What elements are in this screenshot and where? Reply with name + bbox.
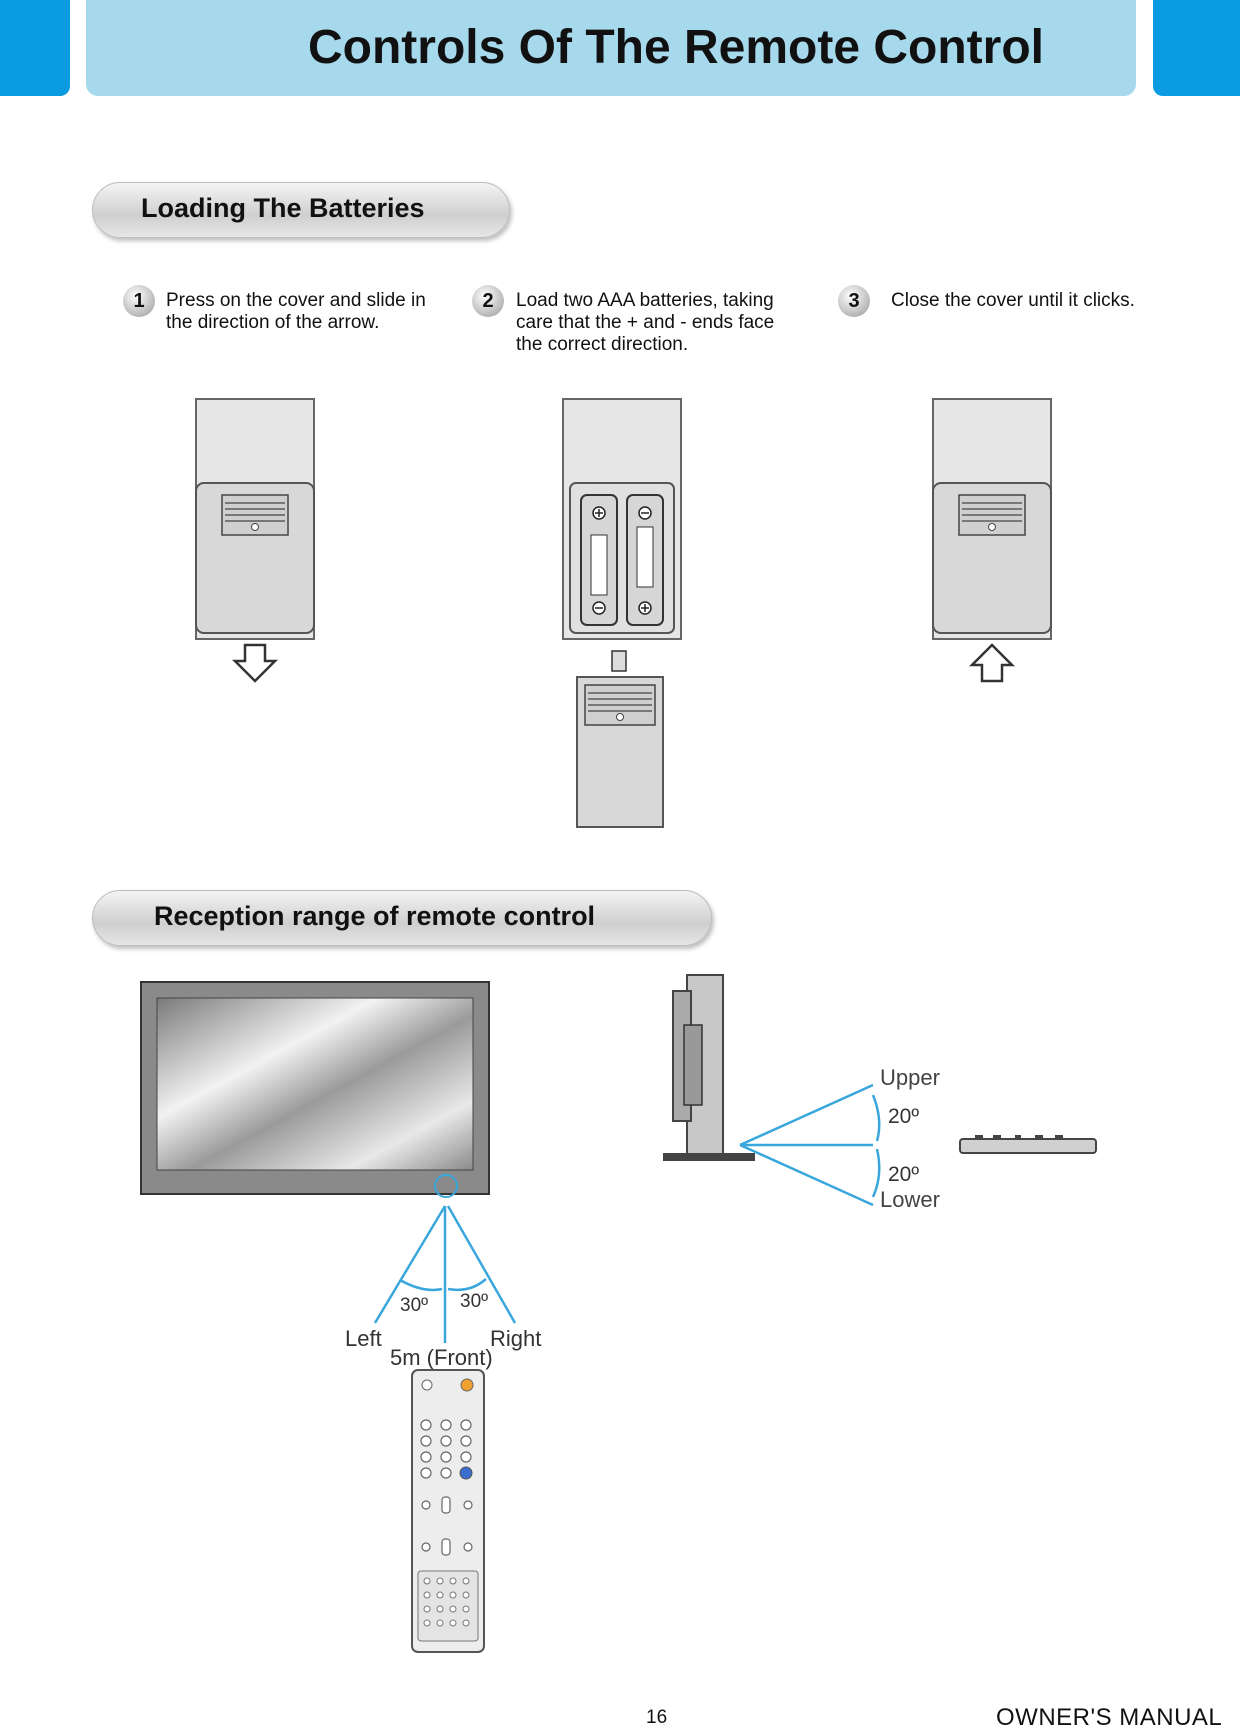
- angle-left-label: 30º: [400, 1295, 428, 1316]
- header-left-block: [0, 0, 70, 96]
- step-2-text: Load two AAA batteries, taking care that…: [516, 290, 775, 355]
- angle-right-label: 30º: [460, 1291, 488, 1312]
- angle-upper-label: 20º: [888, 1105, 919, 1128]
- reception-section-pill: [92, 890, 712, 946]
- lower-label: Lower: [880, 1187, 940, 1212]
- tv-stand: [663, 1153, 755, 1161]
- arrow-up-icon: [968, 643, 1016, 683]
- remote-cover-open-figure: [195, 398, 315, 683]
- step-2-badge: 2: [472, 285, 504, 317]
- reception-section-title: Reception range of remote control: [154, 901, 596, 931]
- front-distance-label: 5m (Front): [390, 1345, 493, 1370]
- right-label: Right: [490, 1326, 541, 1351]
- battery-plus-icon: [592, 506, 652, 615]
- battery-minus-icon: [592, 506, 652, 615]
- remote-batteries-figure: [562, 398, 682, 828]
- manual-label: OWNER'S MANUAL: [996, 1704, 1223, 1730]
- tv-front-range-diagram: 30º 30º Left Right 5m (Front): [140, 981, 541, 1653]
- batteries-section-pill: [92, 182, 510, 238]
- ir-sensor-icon: [434, 1174, 458, 1198]
- arrow-down-icon: [231, 643, 279, 683]
- step-1-badge: 1: [123, 285, 155, 317]
- step-3-badge: 3: [838, 285, 870, 317]
- step-3-text: Close the cover until it clicks.: [891, 290, 1135, 311]
- remote-cover-closed-figure: [932, 398, 1052, 683]
- step-1-text: Press on the cover and slide in the dire…: [166, 290, 426, 333]
- upper-label: Upper: [880, 1065, 940, 1090]
- header-right-block: [1153, 0, 1240, 96]
- left-label: Left: [345, 1326, 382, 1351]
- page-title: Controls Of The Remote Control: [308, 21, 1044, 74]
- page-number: 16: [646, 1707, 668, 1728]
- header-title-bar: [86, 0, 1136, 96]
- tv-screen: [156, 997, 474, 1171]
- angle-lower-label: 20º: [888, 1163, 919, 1186]
- power-button-icon: [460, 1378, 474, 1392]
- remote-side: [959, 1138, 1097, 1154]
- tv-side-range-diagram: Upper 20º 20º Lower: [663, 974, 1097, 1212]
- batteries-section-title: Loading The Batteries: [141, 193, 425, 223]
